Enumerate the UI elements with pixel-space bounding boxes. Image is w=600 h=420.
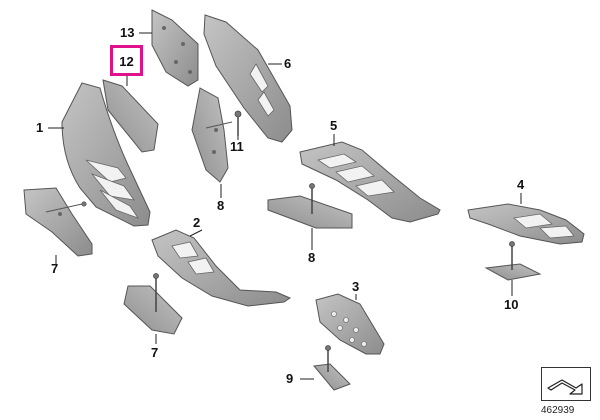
- leader-2: [189, 229, 203, 237]
- part-7-pad-lower: [123, 273, 183, 335]
- callout-4: 4: [517, 177, 525, 192]
- part-13-cover-plate: [151, 9, 199, 87]
- callout-8-upper: 8: [217, 198, 225, 213]
- part-8-bracket-upper: [191, 87, 233, 183]
- callout-12: 12: [119, 54, 134, 69]
- callout-13: 13: [120, 25, 135, 40]
- callout-10: 10: [504, 297, 519, 312]
- callout-1: 1: [36, 120, 44, 135]
- callout-3: 3: [352, 279, 360, 294]
- part-6-footboard-right: [203, 14, 293, 143]
- part-2-footboard-lower: [151, 229, 292, 307]
- highlighted-callout-box: 12: [110, 45, 143, 76]
- callout-7-lower: 7: [151, 345, 159, 360]
- part-11-screw: [234, 110, 242, 136]
- part-8-pad-lower: [267, 183, 353, 229]
- part-4-footboard-rear: [467, 203, 585, 245]
- callout-8-lower: 8: [308, 250, 316, 265]
- callout-5: 5: [330, 118, 338, 133]
- callout-2: 2: [193, 215, 201, 230]
- part-1-footboard-left: [61, 82, 151, 227]
- callout-7-upper: 7: [51, 261, 59, 276]
- callout-9: 9: [286, 371, 294, 386]
- part-9-pad: [313, 345, 351, 391]
- callout-6: 6: [284, 56, 292, 71]
- part-12-rubber-pad: [102, 79, 159, 153]
- part-10-pad: [484, 241, 542, 281]
- callout-11: 11: [230, 139, 244, 154]
- part-7-bracket-upper: [23, 187, 93, 257]
- arrow-symbol-icon: [541, 367, 591, 401]
- reference-number: 462939: [541, 405, 575, 416]
- leader-lines: [48, 32, 522, 380]
- part-5-footboard-middle: [299, 141, 441, 223]
- part-3-footboard-small: [315, 293, 385, 355]
